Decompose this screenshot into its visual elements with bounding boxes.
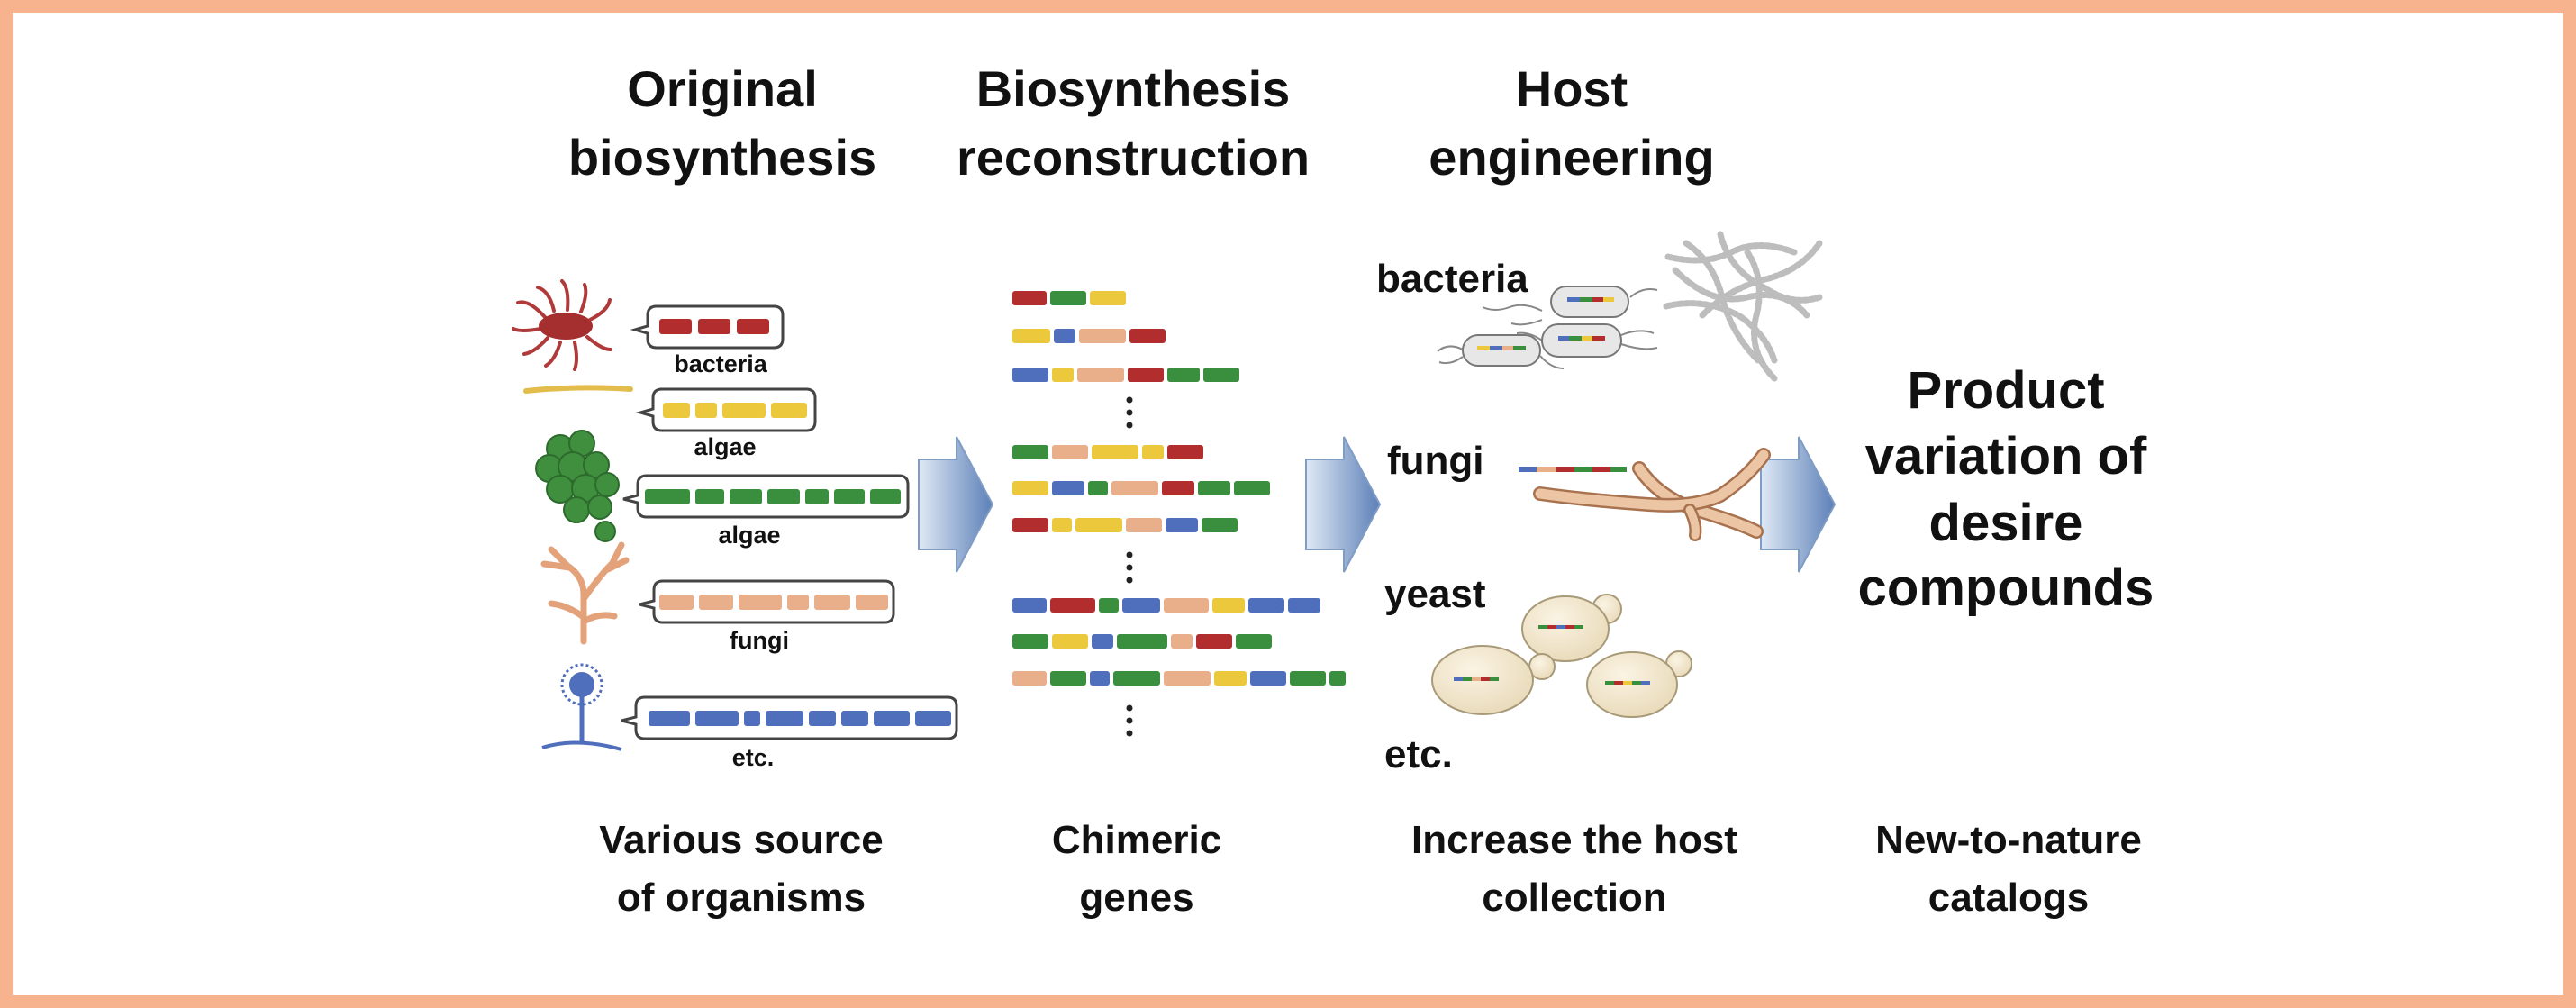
organism-label-algae-2: algae bbox=[718, 522, 780, 549]
header-host-line1: Host bbox=[1516, 60, 1628, 117]
header-original-line2: biosynthesis bbox=[568, 129, 876, 186]
chimeric-gene-row bbox=[1012, 518, 1238, 532]
header-original-line1: Original bbox=[627, 60, 818, 117]
product-line-1: Product bbox=[1907, 361, 2104, 420]
header-host-line2: engineering bbox=[1429, 129, 1714, 186]
footer-col3-line1: Increase the host bbox=[1411, 818, 1737, 862]
organism-label-etc: etc. bbox=[732, 744, 775, 771]
filamentous-bacteria-icon bbox=[1663, 231, 1823, 382]
fungi-host-icon bbox=[1519, 448, 1771, 541]
header-reconstruction-line1: Biosynthesis bbox=[976, 60, 1291, 117]
fungi-gene-bubble bbox=[639, 579, 895, 624]
host-label-etc: etc. bbox=[1384, 732, 1453, 776]
organism-label-algae-1: algae bbox=[694, 433, 756, 460]
chimeric-gene-stack bbox=[1012, 291, 1346, 737]
product-line-3: desire bbox=[1929, 494, 2083, 552]
chimeric-gene-row bbox=[1012, 291, 1126, 305]
footer-col2-line1: Chimeric bbox=[1052, 818, 1221, 862]
product-line-2: variation of bbox=[1865, 427, 2147, 486]
footer-col1-line2: of organisms bbox=[617, 876, 866, 920]
organism-label-bacteria: bacteria bbox=[674, 350, 768, 377]
footer-col4-line1: New-to-nature bbox=[1875, 818, 2142, 862]
header-reconstruction-line2: reconstruction bbox=[957, 129, 1310, 186]
footer-col4-line2: catalogs bbox=[1928, 876, 2090, 920]
chimeric-gene-row bbox=[1012, 481, 1270, 495]
host-label-yeast: yeast bbox=[1384, 572, 1486, 616]
bacteria-gene-bubble bbox=[630, 304, 785, 350]
footer-col1-line1: Various source bbox=[599, 818, 883, 862]
chimeric-gene-row bbox=[1012, 368, 1239, 382]
product-line-4: compounds bbox=[1858, 558, 2154, 617]
algae-green-gene-bubble bbox=[622, 474, 910, 519]
flow-arrow-3 bbox=[1760, 436, 1837, 573]
etc-gene-bubble bbox=[621, 695, 958, 740]
chimeric-gene-row bbox=[1012, 671, 1346, 686]
host-label-bacteria: bacteria bbox=[1376, 257, 1528, 301]
host-label-fungi: fungi bbox=[1387, 439, 1484, 483]
chimeric-gene-row bbox=[1012, 634, 1272, 649]
mold-sporangium-icon bbox=[541, 663, 622, 751]
algae-yellow-gene-bubble bbox=[635, 387, 817, 432]
chimeric-gene-row bbox=[1012, 598, 1320, 613]
bacteria-organism-icon bbox=[512, 279, 612, 371]
flow-arrow-2 bbox=[1305, 436, 1382, 573]
yeast-gene-marks bbox=[1454, 625, 1650, 685]
organism-label-fungi: fungi bbox=[730, 627, 789, 654]
footer-col3-line2: collection bbox=[1482, 876, 1666, 920]
bacteria-host-icon bbox=[1437, 286, 1658, 369]
figure-panel bbox=[13, 13, 2563, 995]
flow-arrow-1 bbox=[918, 436, 994, 573]
chimeric-gene-row bbox=[1012, 329, 1166, 343]
fungi-coral-icon bbox=[540, 541, 630, 645]
chimeric-gene-row bbox=[1012, 445, 1203, 459]
footer-col2-line2: genes bbox=[1079, 876, 1193, 920]
algae-cluster-icon bbox=[535, 430, 620, 542]
algae-filament-icon bbox=[523, 385, 633, 394]
